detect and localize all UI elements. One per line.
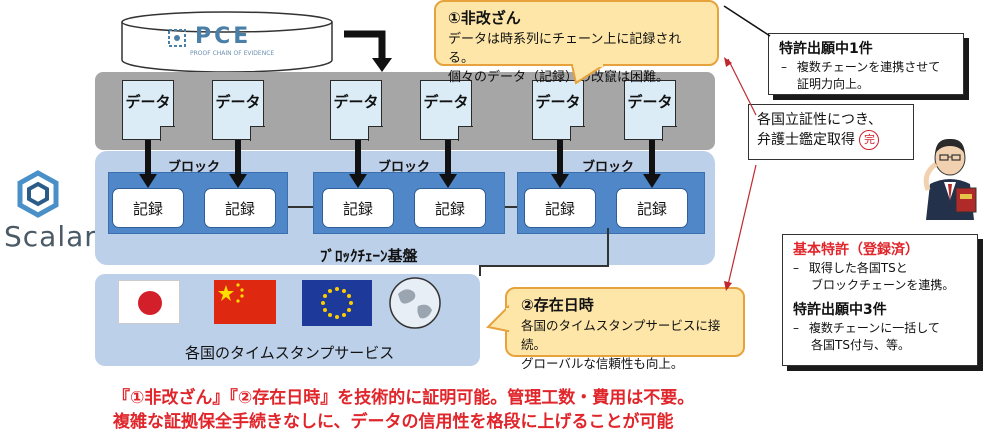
data-layer [95, 72, 715, 150]
china-flag-icon [214, 280, 276, 324]
record: 記録 [616, 188, 688, 228]
pending-patent-title: 特許出願中3件 [793, 302, 887, 318]
lawyer-illustration-icon [912, 128, 988, 220]
tamper-proof-line: 個々のデータ（記録）の改竄は困難。 [448, 70, 670, 85]
patent-pending-1-line: 証明力向上。 [797, 77, 870, 91]
lawyer-note-line: 各国立証性につき、 [757, 112, 883, 128]
scalar-logo-icon [17, 170, 59, 218]
blockchain-platform-label: ﾌﾞﾛｯｸﾁｪｰﾝ基盤 [320, 247, 418, 265]
existence-date-line: グローバルな信頼性も向上。 [521, 356, 684, 371]
patent-box: 基本特許（登録済） – 取得した各国TSと ブロックチェーンを連携。 特許出願中… [782, 234, 978, 366]
pce-logo-text: PCE [195, 24, 252, 49]
data-document: データ [532, 80, 585, 141]
pending-patent-line: 各国TS付与、等。 [811, 338, 910, 352]
basic-patent-title: 基本特許（登録済） [793, 242, 919, 258]
record: 記録 [414, 188, 486, 228]
bullet: – [793, 321, 799, 335]
callout-pointer [570, 63, 608, 85]
bullet: – [781, 60, 787, 74]
block-label: ブロック [378, 160, 431, 175]
red-arrows [724, 57, 757, 291]
pending-patent-line: 複数チェーンに一括して [808, 321, 940, 335]
callout-pointer [486, 305, 510, 333]
record: 記録 [322, 188, 394, 228]
tamper-proof-line: データは時系列にチェーン上に記録される。 [448, 32, 682, 66]
record: 記録 [204, 188, 276, 228]
existence-date-line: 各国のタイムスタンプサービスに接続。 [521, 318, 721, 352]
timestamp-service-label: 各国のタイムスタンプサービス [185, 344, 395, 362]
scalar-logo-text: Scalar [4, 220, 97, 253]
pce-sub-text: PROOF CHAIN OF EVIDENCE [190, 50, 275, 57]
completed-stamp-icon: 完 [859, 130, 880, 150]
block-label: ブロック [582, 160, 635, 175]
block-label: ブロック [168, 160, 221, 175]
chain-link [505, 206, 517, 208]
timestamp-connector [479, 228, 609, 276]
data-document: データ [212, 80, 265, 141]
data-to-record-arrows [139, 140, 661, 188]
lawyer-note-line: 弁護士鑑定取得 [757, 132, 855, 148]
japan-flag-icon [118, 280, 180, 324]
tamper-proof-callout: ①非改ざん データは時系列にチェーン上に記録される。 個々のデータ（記録）の改竄… [434, 0, 719, 85]
basic-patent-line: 取得した各国TSと [808, 261, 908, 275]
patent-pending-1-title: 特許出願中1件 [779, 41, 873, 57]
pce-database [118, 8, 336, 76]
eu-flag-icon [302, 280, 372, 326]
scalar-logo [14, 170, 62, 218]
patent-pending-1-line: 複数チェーンを連携させて [796, 60, 941, 74]
basic-patent-line: ブロックチェーンを連携。 [811, 278, 955, 292]
flow-arrow-icon [344, 30, 392, 72]
record: 記録 [112, 188, 184, 228]
patent-pending-1-box: 特許出願中1件 – 複数チェーンを連携させて 証明力向上。 [768, 33, 964, 95]
existence-date-callout: ②存在日時 各国のタイムスタンプサービスに接続。 グローバルな信頼性も向上。 [505, 287, 745, 371]
summary-line-2: 複雑な証拠保全手続きなしに、データの信用性を格段に上げることが可能 [113, 412, 674, 432]
pce-logo-icon [165, 26, 189, 50]
pointer-line [723, 5, 771, 37]
summary-line-1: 『①非改ざん』『②存在日時』を技術的に証明可能。管理工数・費用は不要。 [113, 388, 695, 408]
record: 記録 [524, 188, 596, 228]
existence-date-title: ②存在日時 [521, 296, 594, 314]
globe-icon [388, 276, 442, 330]
data-document: データ [420, 80, 473, 141]
data-document: データ [122, 80, 175, 141]
tamper-proof-title: ①非改ざん [448, 9, 521, 27]
data-document: データ [330, 80, 383, 141]
lawyer-opinion-note: 各国立証性につき、 弁護士鑑定取得 完 [748, 104, 914, 160]
bullet: – [793, 261, 799, 275]
data-document: データ [624, 80, 677, 141]
chain-link [288, 206, 313, 208]
